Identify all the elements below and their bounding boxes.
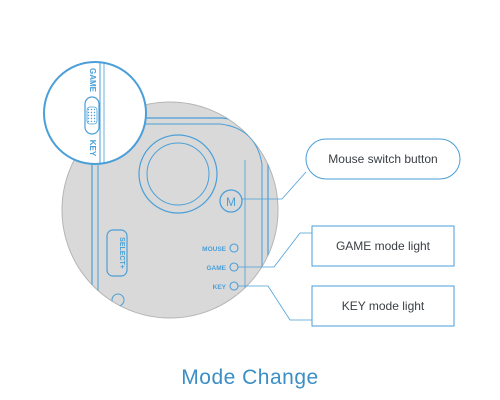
mouse-mode-light: [229, 243, 239, 253]
key-light-label: KEY: [213, 284, 227, 291]
leader-mouse-switch: [242, 171, 307, 200]
switch-game-label: GAME: [88, 68, 97, 93]
select-button-label: SELECT+: [118, 237, 125, 269]
leader-key-light: [238, 285, 312, 321]
callout-key-light-text: KEY mode light: [341, 299, 425, 313]
callout-box-mouse-switch: [305, 138, 461, 180]
switch-zoom-inset: GAME KEY: [43, 61, 147, 165]
mouse-switch-button: [219, 189, 243, 213]
callout-leaders: [238, 171, 312, 321]
leader-game-light: [238, 232, 312, 268]
callout-game-light-text: GAME mode light: [335, 239, 431, 253]
select-button: [106, 229, 128, 277]
callout-box-key-light: [311, 285, 455, 327]
mode-switch-knob: [86, 106, 98, 125]
diagram-title: Mode Change: [181, 366, 319, 389]
game-light-label: GAME: [207, 265, 227, 272]
mouse-button-label: M: [226, 195, 236, 209]
mouse-light-label: MOUSE: [202, 246, 227, 253]
callout-box-game-light: [311, 225, 455, 267]
callout-mouse-switch-text: Mouse switch button: [328, 152, 438, 166]
switch-key-label: KEY: [88, 140, 97, 157]
analog-stick: [138, 134, 218, 214]
